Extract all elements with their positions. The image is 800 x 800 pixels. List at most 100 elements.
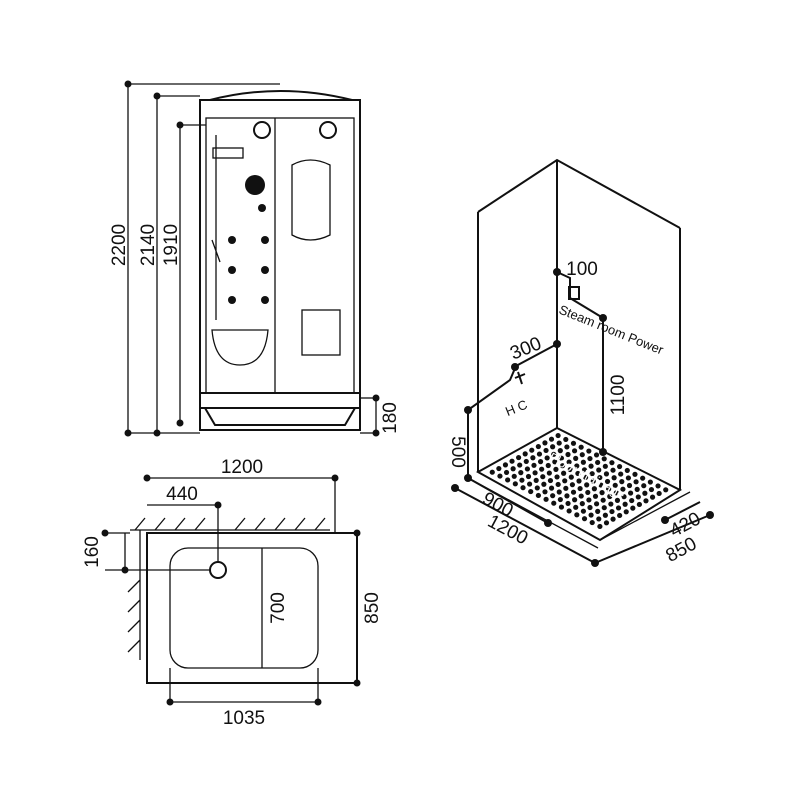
mat-dot — [600, 497, 606, 503]
mat-dot — [593, 501, 600, 507]
dim-drain-offset-x: 440 — [166, 484, 198, 505]
mat-dot — [618, 471, 624, 477]
mat-dot — [592, 493, 599, 499]
mat-dot — [617, 463, 623, 470]
label-hot-cold: H C — [503, 397, 529, 419]
dim-power-height: 1100 — [608, 375, 629, 416]
mat-dot — [534, 485, 540, 491]
dim-height-door: 1910 — [161, 224, 182, 266]
mat-dot — [541, 481, 547, 487]
mat-dot — [642, 490, 648, 496]
mat-dot — [574, 463, 580, 469]
mat-dot — [557, 448, 563, 454]
mat-dot — [509, 458, 515, 464]
mat-dot — [602, 512, 608, 518]
mat-dot — [557, 496, 563, 503]
mat-dot — [597, 523, 603, 530]
mat-dot — [536, 451, 543, 457]
mat-dot — [489, 469, 495, 475]
mat-dot — [621, 494, 627, 500]
mat-dot — [596, 516, 602, 522]
mat-dot — [517, 462, 523, 468]
mat-dot — [556, 489, 562, 495]
mat-dot — [540, 474, 546, 480]
mat-dot — [610, 516, 616, 522]
mat-dot — [620, 486, 626, 492]
mat-dot — [569, 482, 576, 488]
mat-dot — [596, 467, 602, 473]
mat-dot — [632, 471, 638, 477]
mat-dot — [582, 474, 589, 480]
mat-dot — [598, 482, 604, 488]
mat-dot — [648, 486, 655, 493]
mat-dot — [601, 505, 607, 511]
mat-dot — [539, 466, 545, 472]
mat-dot — [630, 505, 636, 511]
mat-dot — [524, 466, 530, 472]
mat-dot — [588, 463, 594, 469]
mat-dot — [575, 470, 581, 477]
mat-dot — [518, 470, 524, 476]
mat-dot — [655, 483, 661, 489]
dim-inner-depth: 700 — [268, 592, 289, 624]
mat-dot — [542, 489, 548, 495]
mat-dot — [613, 490, 619, 496]
mat-dot — [580, 508, 587, 514]
mat-dot — [611, 475, 617, 481]
dim-iso-depth: 850 — [662, 533, 700, 566]
iso-view: 100 Steam room Power 300 H C 1100 500 90… — [447, 158, 714, 567]
mat-dot — [603, 520, 610, 526]
mat-dot — [535, 492, 541, 499]
mat-dot — [574, 512, 580, 518]
mat-dot — [590, 478, 596, 484]
mat-dot — [502, 462, 509, 468]
mat-dot — [640, 475, 646, 481]
mat-dot — [566, 508, 572, 514]
mat-dot — [532, 470, 538, 476]
mat-dot — [571, 448, 578, 454]
mat-dot — [647, 479, 653, 485]
mat-dot — [563, 485, 569, 491]
mat-dot — [587, 455, 593, 462]
front-view: 2200 2140 1910 180 — [109, 80, 401, 437]
mat-dot — [544, 455, 550, 461]
mat-dot — [558, 455, 565, 461]
mat-dot — [635, 494, 641, 500]
mat-dot — [581, 516, 588, 522]
mat-dot — [565, 451, 571, 458]
dim-plan-width: 1200 — [221, 457, 263, 478]
mat-dot — [566, 459, 572, 465]
mat-dot — [542, 440, 548, 446]
mat-dot — [612, 482, 618, 488]
mat-dot — [588, 512, 594, 518]
mat-dot — [568, 474, 574, 480]
mat-dot — [552, 459, 558, 465]
mat-dot — [535, 443, 541, 450]
mat-dot — [584, 482, 590, 488]
mat-dot — [614, 497, 621, 503]
mat-dot — [579, 452, 585, 458]
mat-dot — [595, 459, 601, 466]
mat-dot — [561, 470, 567, 476]
mat-dot — [556, 440, 562, 446]
mat-dot — [626, 482, 633, 489]
mat-dot — [607, 493, 613, 500]
mat-dot — [576, 478, 582, 484]
mat-dot — [589, 471, 595, 477]
mat-dot — [604, 478, 611, 485]
mat-dot — [603, 471, 610, 477]
mat-dot — [564, 444, 570, 450]
mat-dot — [629, 497, 635, 504]
mat-dot — [617, 512, 623, 519]
mat-dot — [527, 481, 533, 487]
dim-tray-height: 180 — [380, 402, 401, 434]
dim-power-offset: 100 — [566, 259, 598, 280]
dim-valve-offset: 300 — [507, 333, 544, 364]
mat-dot — [633, 479, 639, 485]
mat-dot — [562, 478, 568, 484]
mat-dot — [649, 494, 656, 500]
mat-dot — [577, 485, 583, 492]
mat-dot — [609, 508, 615, 515]
mat-dot — [578, 493, 584, 499]
